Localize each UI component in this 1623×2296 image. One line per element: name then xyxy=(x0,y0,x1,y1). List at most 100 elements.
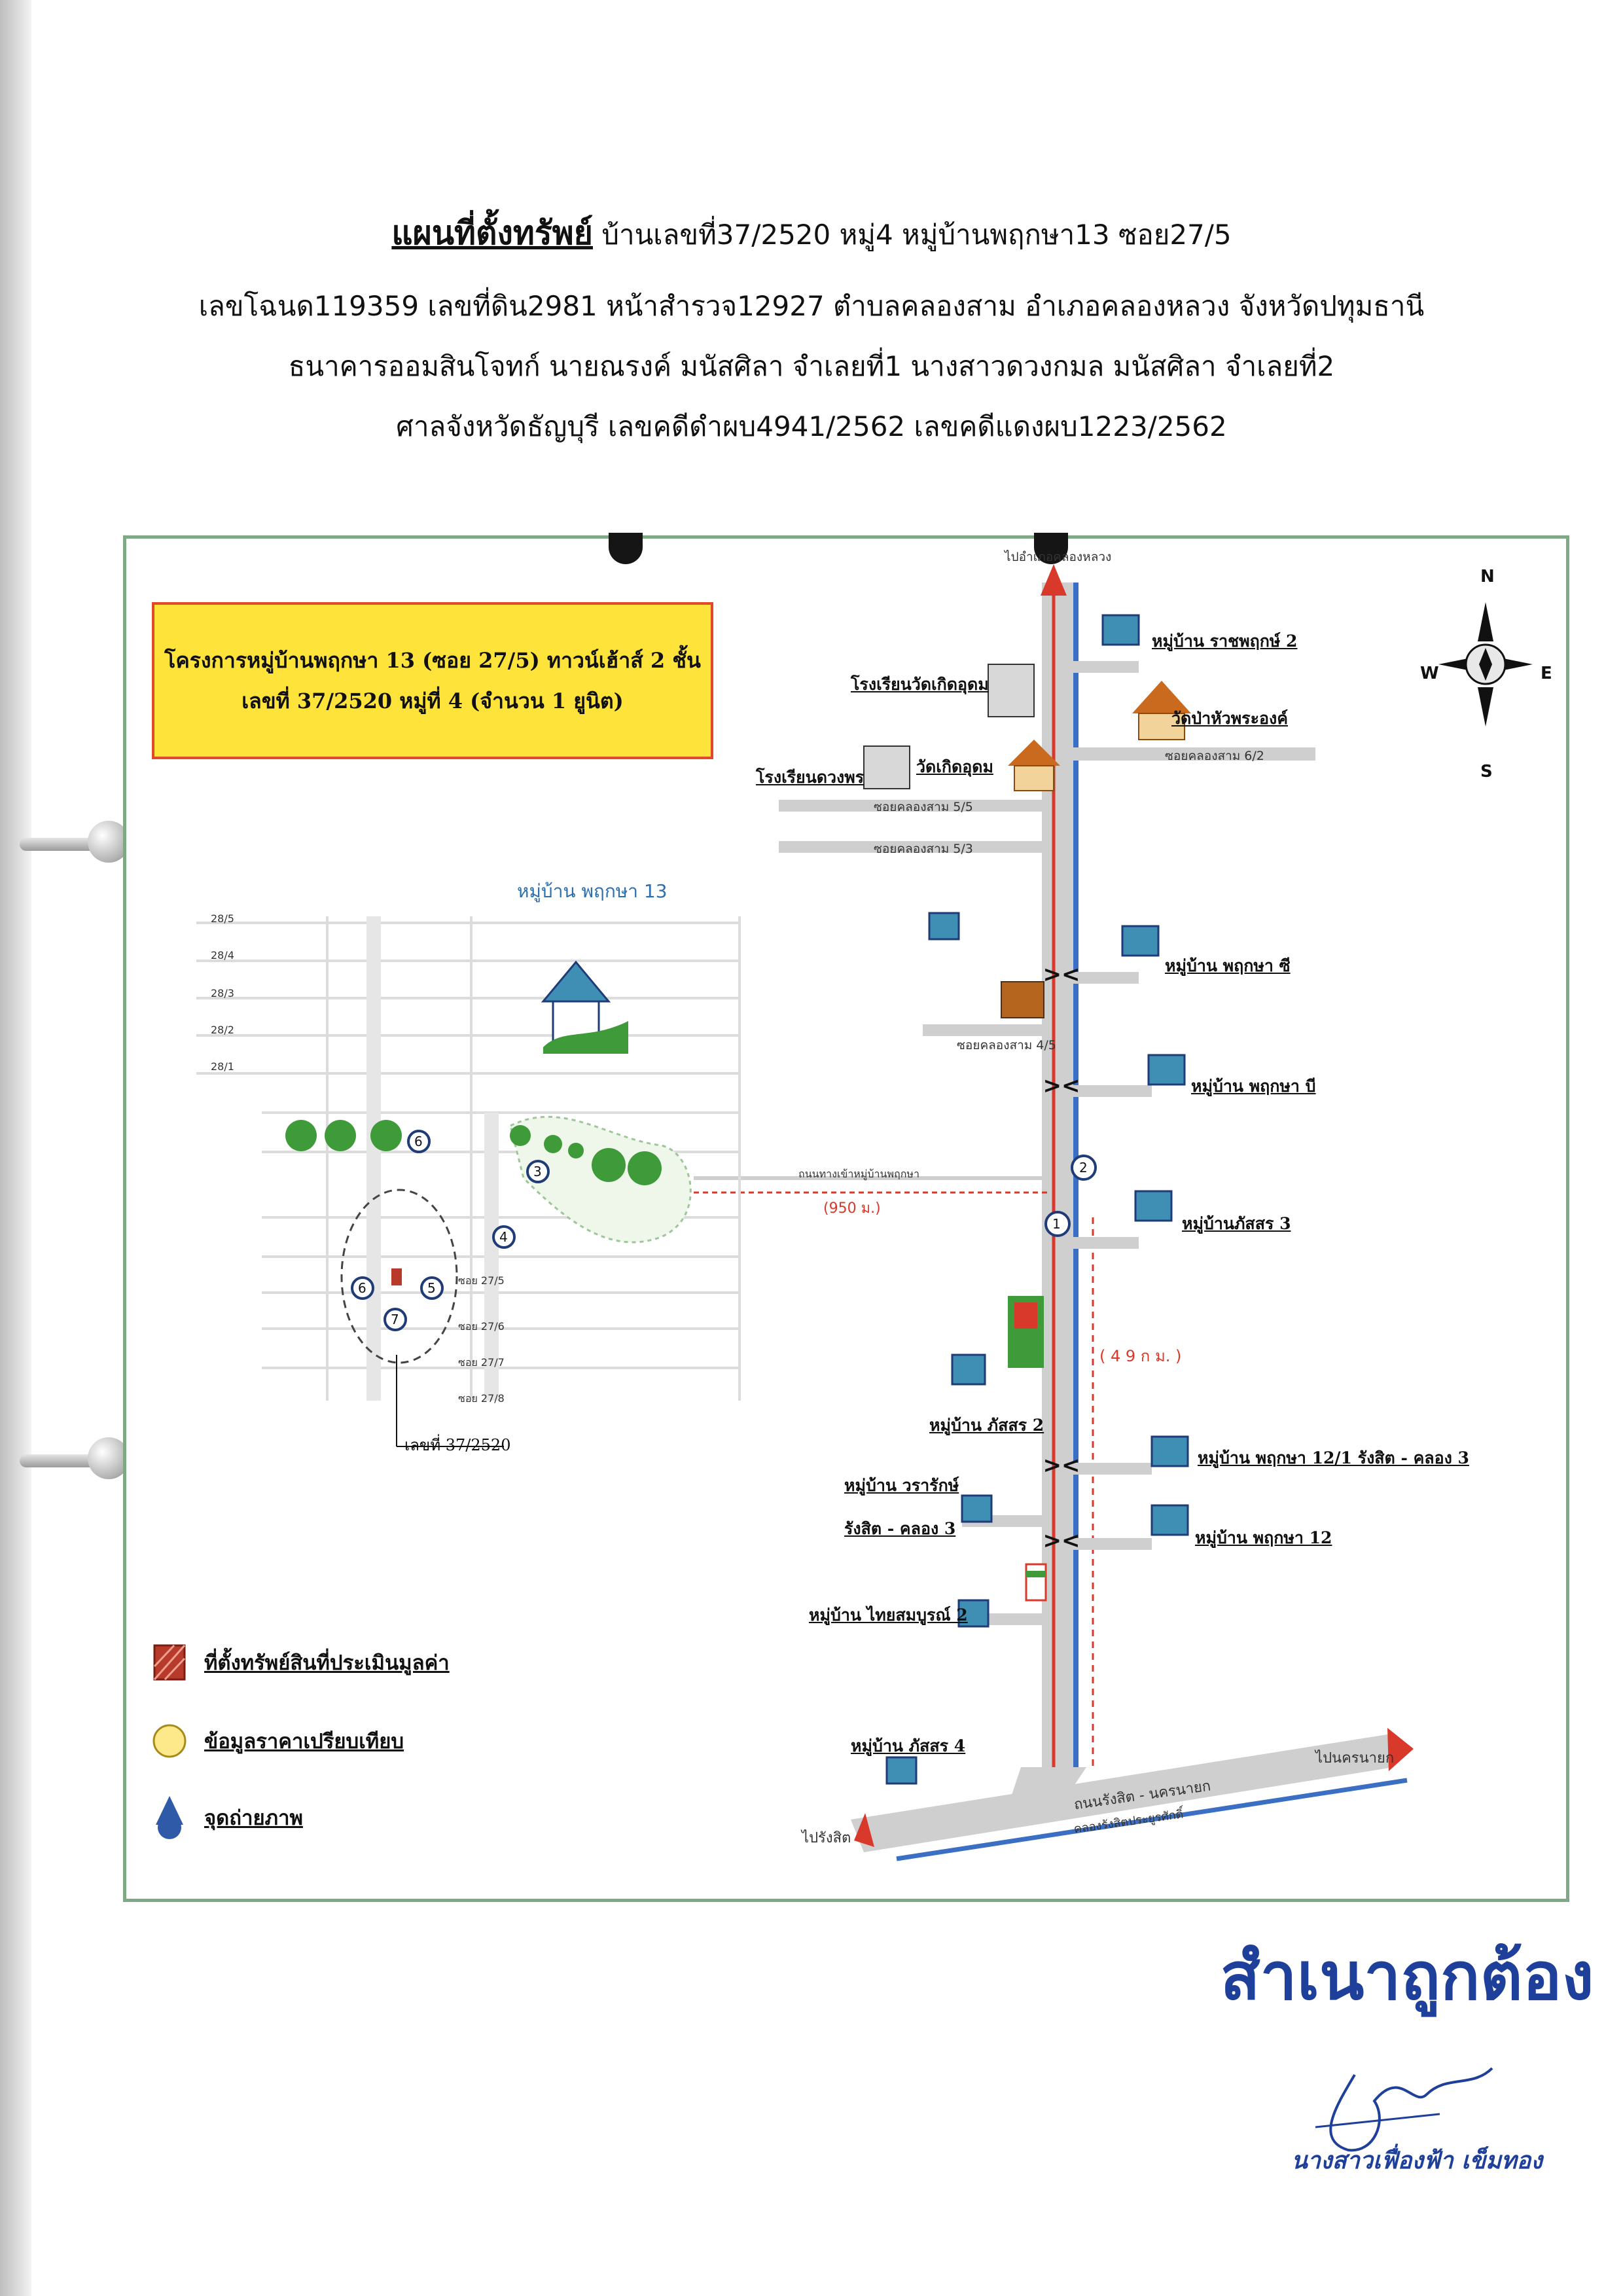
binder-edge xyxy=(0,0,31,2296)
photo-point-label: 7 xyxy=(391,1312,399,1327)
tree-icon xyxy=(285,1120,662,1185)
label-pruksa13: หมู่บ้าน พฤกษา 13 xyxy=(517,880,668,902)
header-line-2: เลขโฉนด119359 เลขที่ดิน2981 หน้าสำรวจ129… xyxy=(198,290,1425,322)
project-title-line-1: โครงการหมู่บ้านพฤกษา 13 (ซอย 27/5) ทาวน์… xyxy=(164,648,701,673)
school-icon xyxy=(863,664,1035,789)
main-road xyxy=(851,1734,1394,1852)
legend-photo-label: จุดถ่ายภาพ xyxy=(204,1806,303,1830)
photo-point-label: 1 xyxy=(1052,1216,1061,1232)
soi-label: ซอยคลองสาม 5/3 xyxy=(874,842,973,856)
photo-point-label: 6 xyxy=(358,1280,366,1296)
bridge-icon: >< xyxy=(1043,1452,1080,1479)
label-school-kerdudom: โรงเรียนวัดเกิดอุดม xyxy=(851,675,989,694)
soi-27-road xyxy=(484,1113,499,1401)
header-line-1: แผนที่ตั้งทรัพย์ บ้านเลขที่37/2520 หมู่4… xyxy=(0,213,1623,255)
photo-point-label: 6 xyxy=(414,1134,423,1149)
village-grid xyxy=(196,916,741,1401)
header-title: แผนที่ตั้งทรัพย์ xyxy=(391,214,593,252)
label-wat-kerdudom: วัดเกิดอุดม xyxy=(916,757,993,776)
label-passorn3: หมู่บ้านภัสสร 3 xyxy=(1182,1214,1291,1233)
label-pruksa12: หมู่บ้าน พฤกษา 12 xyxy=(1195,1528,1332,1547)
project-title-box: โครงการหมู่บ้านพฤกษา 13 (ซอย 27/5) ทาวน์… xyxy=(152,602,713,759)
village-pruksa13-icon xyxy=(541,960,628,1054)
subject-circle xyxy=(340,1189,458,1364)
street xyxy=(923,1024,1047,1036)
header-address: บ้านเลขที่37/2520 หมู่4 หมู่บ้านพฤกษา13 … xyxy=(592,219,1232,251)
street xyxy=(779,841,1047,853)
label-passorn4: หมู่บ้าน ภัสสร 4 xyxy=(851,1736,966,1755)
seven-eleven-icon xyxy=(1025,1563,1047,1602)
label-pruksa-c: หมู่บ้าน พฤกษา ซี xyxy=(1165,956,1291,975)
photo-point-label: 4 xyxy=(499,1229,508,1245)
soi-label: ซอย 27/7 xyxy=(458,1356,505,1369)
photo-arrow-icon xyxy=(156,1796,183,1839)
street xyxy=(1060,1463,1152,1475)
road-top-label: ไปอำเภอคลองหลวง xyxy=(1005,550,1112,564)
project-title-line-2: เลขที่ 37/2520 หมู่ที่ 4 (จำนวน 1 ยูนิต) xyxy=(241,689,624,713)
label-school-kuanporn: โรงเรียนดวงพร xyxy=(756,768,865,787)
signature xyxy=(1315,2067,1493,2152)
compare-circle-icon xyxy=(152,1724,187,1758)
photo-point-icon xyxy=(351,1130,1097,1331)
street xyxy=(1060,1237,1139,1249)
certified-stamp: สำเนาถูกต้อง xyxy=(1220,1938,1594,2015)
compass-n: N xyxy=(1480,567,1495,586)
legend-asset: ที่ตั้งทรัพย์สินที่ประเมินมูลค่า xyxy=(152,1643,450,1682)
photo-point-label: 2 xyxy=(1079,1160,1088,1175)
label-house-no: เลขที่ 37/2520 xyxy=(404,1436,511,1454)
soi-label: ซอย 27/6 xyxy=(458,1320,505,1333)
distance-950: (950 ม.) xyxy=(823,1200,881,1217)
subject-marker xyxy=(391,1268,402,1285)
punch-hole xyxy=(1034,533,1068,564)
photo-point-label: 3 xyxy=(533,1164,542,1179)
legend-compare-label: ข้อมูลราคาเปรียบเทียบ xyxy=(204,1730,404,1753)
road-junction xyxy=(1008,1767,1086,1806)
street xyxy=(1060,1085,1152,1097)
soi-label: 28/3 xyxy=(211,987,234,999)
soi-label: 28/4 xyxy=(211,949,234,961)
canal-line xyxy=(896,1778,1408,1861)
soi-28-road xyxy=(366,916,381,1401)
bigc-store-icon xyxy=(1008,1296,1044,1368)
soi-label: 28/5 xyxy=(211,912,234,925)
bridge-icon: >< xyxy=(1043,1073,1080,1099)
street xyxy=(1060,661,1139,673)
binder-ring xyxy=(20,821,130,863)
asset-square-icon xyxy=(153,1644,186,1681)
header-line-4: ศาลจังหวัดธัญบุรี เลขคดีดำผบ4941/2562 เล… xyxy=(396,410,1227,442)
compass-s: S xyxy=(1480,762,1493,781)
soi-label: ซอยคลองสาม 6/2 xyxy=(1165,749,1264,763)
legend-asset-label: ที่ตั้งทรัพย์สินที่ประเมินมูลค่า xyxy=(204,1651,450,1675)
street xyxy=(1060,747,1315,761)
compass-icon xyxy=(1438,602,1533,726)
label-rajapruk2: หมู่บ้าน ราชพฤกษ์ 2 xyxy=(1152,632,1298,651)
label-wararak: หมู่บ้าน วรารักษ์ xyxy=(844,1476,959,1495)
label-pruksa12-1: หมู่บ้าน พฤกษา 12/1 รังสิต - คลอง 3 xyxy=(1198,1448,1469,1467)
soi-label: 28/2 xyxy=(211,1024,234,1036)
soi-label: 28/1 xyxy=(211,1060,234,1073)
soi-label: ซอยคลองสาม 4/5 xyxy=(957,1038,1056,1052)
label-wararak-road: รังสิต - คลอง 3 xyxy=(844,1519,956,1538)
soi-label: ซอยคลองสาม 5/5 xyxy=(874,800,973,814)
arrow-up xyxy=(1041,564,1067,596)
bridge-icon: >< xyxy=(1043,1528,1080,1554)
soi-label: ซอย 27/5 xyxy=(458,1274,505,1287)
arrow-left xyxy=(854,1813,874,1847)
street xyxy=(779,800,1047,812)
distance-49km: ( 4 9 ก ม. ) xyxy=(1099,1347,1182,1365)
map-frame xyxy=(123,535,1569,1902)
label-wat-prarong: วัดป่าหัวพระองค์ xyxy=(1171,709,1288,728)
temple-icon xyxy=(1001,681,1191,1018)
legend-compare: ข้อมูลราคาเปรียบเทียบ xyxy=(152,1721,404,1761)
village-icon xyxy=(885,614,1189,1785)
legend-photo: จุดถ่ายภาพ xyxy=(152,1793,303,1842)
compass-e: E xyxy=(1541,664,1552,683)
photo-point-label: 5 xyxy=(427,1280,436,1296)
soi-label: ถนนทางเข้าหมู่บ้านพฤกษา xyxy=(798,1168,919,1180)
arrow-right xyxy=(1387,1728,1414,1771)
road-left-label: ไปรังสิต xyxy=(802,1830,851,1846)
label-passorn2: หมู่บ้าน ภัสสร 2 xyxy=(929,1416,1044,1435)
road-right-label: ไปนครนายก xyxy=(1315,1750,1395,1767)
label-thaisombun2: หมู่บ้าน ไทยสมบูรณ์ 2 xyxy=(809,1605,968,1624)
